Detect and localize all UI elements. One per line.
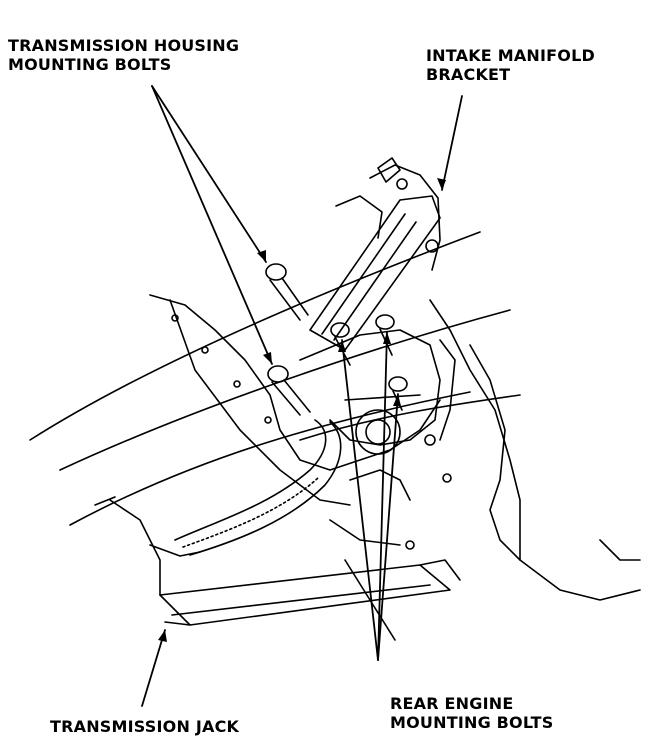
transmission-housing-bolts-callout: TRANSMISSION HOUSING MOUNTING BOLTS <box>8 36 239 74</box>
callout-line: BRACKET <box>426 65 511 84</box>
rear-engine-bolts-callout: REAR ENGINE MOUNTING BOLTS <box>390 694 553 732</box>
callout-line: MOUNTING BOLTS <box>390 713 554 732</box>
leader-lines <box>141 85 463 707</box>
callout-line: TRANSMISSION JACK <box>50 717 240 736</box>
callout-line: MOUNTING BOLTS <box>8 55 172 74</box>
subframe-outline <box>29 231 521 526</box>
ring-gear <box>149 419 342 557</box>
transmission-jack-shape <box>94 496 461 641</box>
callout-line: INTAKE MANIFOLD <box>426 46 595 65</box>
intake-manifold-bracket-shape <box>309 157 441 351</box>
callout-line: TRANSMISSION HOUSING <box>8 36 240 55</box>
housing-bolt-upper <box>265 263 309 321</box>
callout-line: REAR ENGINE <box>390 694 514 713</box>
arrowheads <box>158 178 446 642</box>
rear-mount-bracket <box>299 329 441 550</box>
intake-manifold-bracket-callout: INTAKE MANIFOLD BRACKET <box>426 46 595 84</box>
housing-bolt-lower <box>267 365 311 416</box>
transmission-jack-callout: TRANSMISSION JACK <box>50 717 239 736</box>
